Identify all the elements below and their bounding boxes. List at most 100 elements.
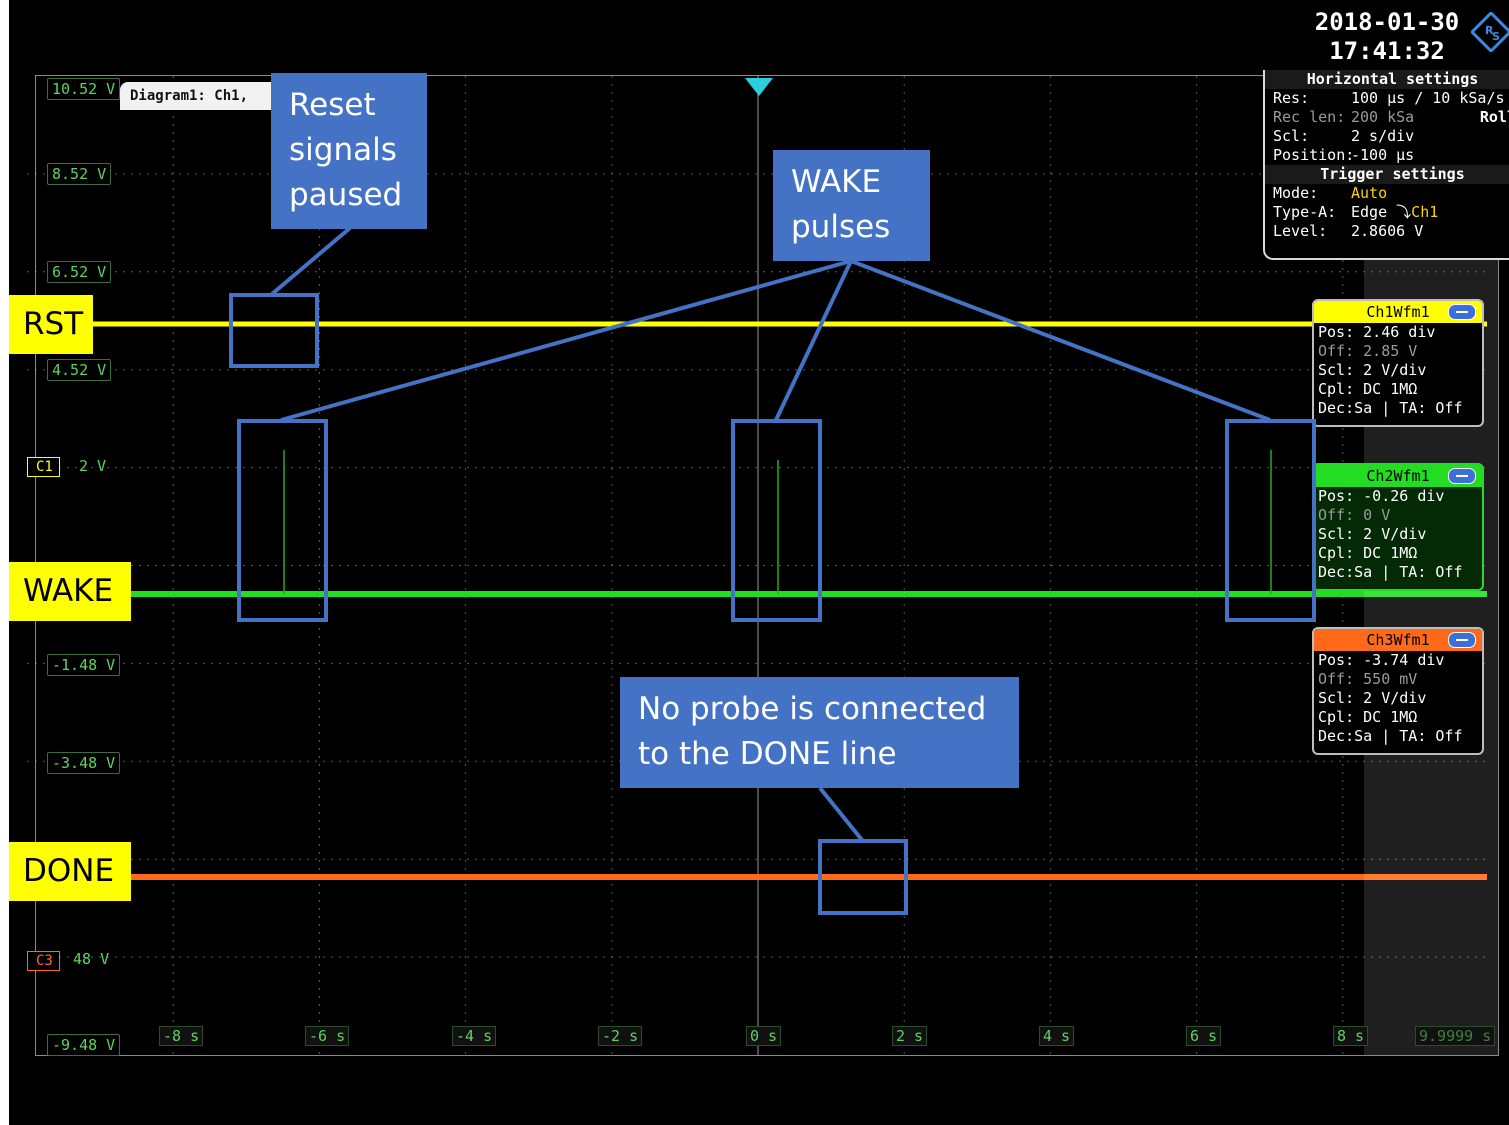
reset-callout: Reset signals paused: [271, 73, 427, 229]
x-label: 4 s: [1039, 1026, 1075, 1046]
type-row: Type-A: Edge ⤵Ch1: [1265, 203, 1509, 222]
type-label: Type-A:: [1273, 203, 1337, 221]
x-label: -4 s: [452, 1026, 497, 1046]
ch1-pos: Pos: 2.46 div: [1318, 323, 1436, 341]
ch3-panel-title[interactable]: Ch3Wfm1: [1314, 629, 1482, 651]
res-label: Res:: [1273, 89, 1310, 107]
time-display: 17:41:32: [1329, 37, 1445, 65]
ch3-dec: Dec:Sa | TA: Off: [1318, 727, 1463, 745]
ch1-dec: Dec:Sa | TA: Off: [1318, 399, 1463, 417]
reclen-label: Rec len:: [1273, 108, 1346, 126]
ch1-panel[interactable]: Ch1Wfm1 Pos: 2.46 div Off: 2.85 V Scl: 2…: [1312, 299, 1484, 427]
ch3-scl: Scl: 2 V/div: [1318, 689, 1427, 707]
ch1-offset-marker[interactable]: C1: [27, 457, 60, 477]
mode-label: Mode:: [1273, 184, 1319, 202]
ch2-off: Off: 0 V: [1318, 506, 1391, 524]
ch1-panel-title[interactable]: Ch1Wfm1: [1314, 301, 1482, 323]
y-label-bottom: -9.48 V: [47, 1034, 121, 1056]
y-label: 8.52 V: [47, 163, 112, 185]
y-label-top: 10.52 V: [47, 78, 121, 100]
rst-highlight-box: [229, 293, 319, 368]
wake-tag: WAKE: [9, 562, 131, 621]
reset-callout-line: Reset: [289, 87, 376, 123]
position-label: Position:: [1273, 146, 1355, 164]
y-label: -1.48 V: [47, 654, 121, 676]
svg-text:R: R: [1485, 24, 1494, 37]
level-row: Level: 2.8606 V: [1265, 222, 1509, 241]
done-callout-line: to the DONE line: [638, 736, 897, 772]
trigger-position-marker[interactable]: [745, 78, 773, 96]
scl-row: Scl: 2 s/div: [1265, 127, 1509, 146]
ch2-pos: Pos: -0.26 div: [1318, 487, 1445, 505]
ch3-panel[interactable]: Ch3Wfm1 Pos: -3.74 div Off: 550 mV Scl: …: [1312, 627, 1484, 755]
ch3-pos: Pos: -3.74 div: [1318, 651, 1445, 669]
diagram-tab[interactable]: Diagram1: Ch1,: [120, 82, 290, 110]
type-value: Edge: [1351, 203, 1388, 221]
ch2-cpl: Cpl: DC 1MΩ: [1318, 544, 1418, 562]
falling-edge-icon: ⤵: [1396, 203, 1412, 221]
res-row: Res: 100 µs / 10 kSa/s: [1265, 89, 1509, 108]
scl-label: Scl:: [1273, 127, 1310, 145]
level-value: 2.8606 V: [1351, 222, 1424, 240]
x-label: 0 s: [746, 1026, 782, 1046]
mode-value: Auto: [1351, 184, 1388, 202]
reclen-row: Rec len: 200 kSa Roll: [1265, 108, 1509, 127]
minimize-icon[interactable]: [1448, 304, 1476, 320]
done-callout: No probe is connected to the DONE line: [620, 677, 1019, 788]
done-highlight-box: [818, 839, 908, 915]
ch3-offset-marker[interactable]: C3: [27, 951, 60, 971]
done-tag: DONE: [9, 842, 131, 901]
ch2-title-text: Ch2Wfm1: [1366, 467, 1430, 485]
ch2-panel[interactable]: Ch2Wfm1 Pos: -0.26 div Off: 0 V Scl: 2 V…: [1312, 463, 1484, 591]
x-label: -8 s: [159, 1026, 204, 1046]
trigger-source: Ch1: [1411, 203, 1439, 221]
scl-value: 2 s/div: [1351, 127, 1415, 145]
wake-highlight-box-2: [731, 419, 822, 622]
wake-callout-line: pulses: [791, 209, 891, 245]
res-value: 100 µs / 10 kSa/s: [1351, 89, 1505, 107]
ch2-scl: Scl: 2 V/div: [1318, 525, 1427, 543]
x-label: 2 s: [892, 1026, 928, 1046]
x-label: -6 s: [305, 1026, 350, 1046]
ch1-title-text: Ch1Wfm1: [1366, 303, 1430, 321]
minimize-icon[interactable]: [1448, 632, 1476, 648]
position-row: Position:-100 µs: [1265, 146, 1509, 165]
roll-mode-badge: Roll: [1479, 108, 1509, 126]
y-label: 48 V: [73, 950, 110, 968]
reset-callout-line: signals: [289, 132, 397, 168]
minimize-icon[interactable]: [1448, 468, 1476, 484]
ch3-off: Off: 550 mV: [1318, 670, 1418, 688]
svg-text:S: S: [1492, 30, 1500, 43]
reset-callout-line: paused: [289, 177, 403, 213]
horizontal-settings-panel[interactable]: Horizontal settings Res: 100 µs / 10 kSa/…: [1263, 70, 1509, 260]
trigger-settings-title: Trigger settings: [1265, 165, 1509, 184]
wake-highlight-box-3: [1225, 419, 1316, 622]
wake-callout: WAKE pulses: [773, 150, 930, 261]
rohde-schwarz-logo-icon: R S: [1471, 12, 1509, 52]
reclen-value: 200 kSa: [1351, 108, 1415, 126]
position-value: -100 µs: [1351, 146, 1415, 164]
ch1-off: Off: 2.85 V: [1318, 342, 1418, 360]
level-label: Level:: [1273, 222, 1328, 240]
wake-highlight-box-1: [237, 419, 328, 622]
done-callout-line: No probe is connected: [638, 691, 987, 727]
rst-tag: RST: [9, 295, 93, 354]
date-display: 2018-01-30: [1314, 8, 1460, 36]
horizontal-settings-title: Horizontal settings: [1265, 70, 1509, 89]
y-label: 4.52 V: [47, 359, 112, 381]
x-label: 6 s: [1186, 1026, 1222, 1046]
ch2-dec: Dec:Sa | TA: Off: [1318, 563, 1463, 581]
ch3-cpl: Cpl: DC 1MΩ: [1318, 708, 1418, 726]
ch3-title-text: Ch3Wfm1: [1366, 631, 1430, 649]
wake-callout-line: WAKE: [791, 164, 882, 200]
oscilloscope-screen: 2018-01-30 17:41:32 R S Diagram1: Ch1, 1…: [9, 0, 1509, 1125]
mode-row: Mode: Auto: [1265, 184, 1509, 203]
ch1-cpl: Cpl: DC 1MΩ: [1318, 380, 1418, 398]
x-label-end: 9.9999 s: [1415, 1026, 1496, 1046]
x-label: 8 s: [1333, 1026, 1369, 1046]
ch2-panel-title[interactable]: Ch2Wfm1: [1314, 465, 1482, 487]
y-label: 6.52 V: [47, 261, 112, 283]
x-label: -2 s: [598, 1026, 643, 1046]
y-label: 2 V: [79, 457, 107, 475]
ch1-scl: Scl: 2 V/div: [1318, 361, 1427, 379]
